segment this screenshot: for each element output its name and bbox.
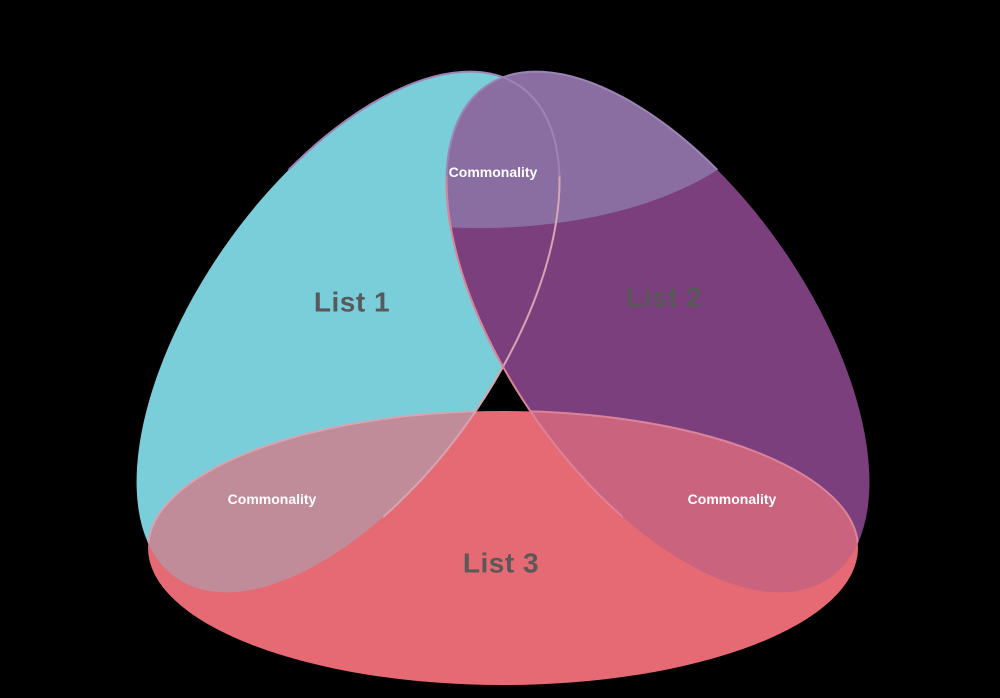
label-list2: List 2 (626, 282, 702, 313)
intersection-list1-list2 (445, 70, 781, 229)
label-commonality-top: Commonality (449, 164, 538, 180)
label-list1: List 1 (314, 287, 390, 318)
intersection-list1-list2-border (225, 70, 561, 229)
label-list3: List 3 (463, 548, 539, 579)
label-commonality-left: Commonality (228, 491, 317, 507)
label-commonality-right: Commonality (688, 491, 777, 507)
